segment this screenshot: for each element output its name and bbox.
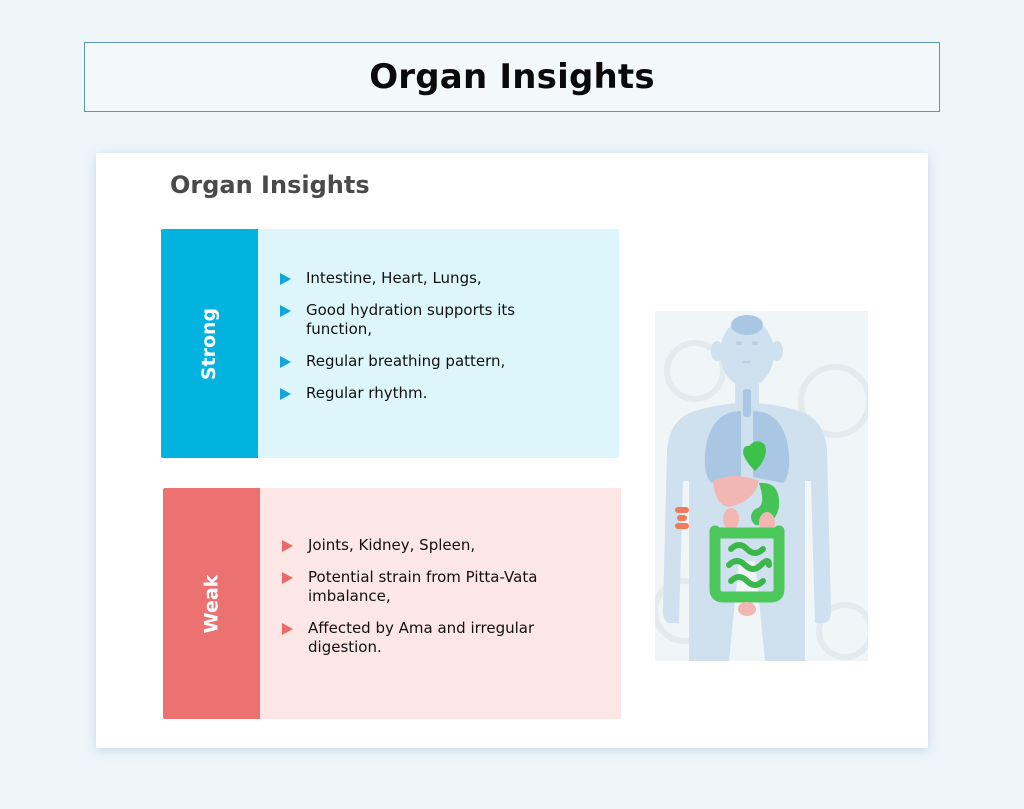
weak-list: Joints, Kidney, Spleen, Potential strain… (282, 536, 621, 657)
strong-list-area: Intestine, Heart, Lungs, Good hydration … (258, 229, 619, 458)
banner-title: Organ Insights (369, 57, 655, 97)
strong-list: Intestine, Heart, Lungs, Good hydration … (280, 269, 619, 403)
list-item: Good hydration supports its function, (280, 301, 619, 339)
triangle-bullet-icon (282, 623, 293, 635)
weak-tag: Weak (163, 488, 260, 719)
triangle-bullet-icon (280, 356, 291, 368)
triangle-bullet-icon (282, 572, 293, 584)
triangle-bullet-icon (282, 540, 293, 552)
strong-label: Strong (198, 307, 221, 380)
weak-label: Weak (200, 574, 223, 633)
insights-card: Organ Insights Strong Intestine, Heart, … (96, 153, 928, 748)
triangle-bullet-icon (280, 273, 291, 285)
triangle-bullet-icon (280, 305, 291, 317)
strong-panel: Strong Intestine, Heart, Lungs, Good hyd… (161, 229, 619, 458)
triangle-bullet-icon (280, 388, 291, 400)
header-banner: Organ Insights (84, 42, 940, 112)
list-item: Regular rhythm. (280, 384, 619, 403)
list-item: Intestine, Heart, Lungs, (280, 269, 619, 288)
strong-tag: Strong (161, 229, 258, 458)
list-item: Joints, Kidney, Spleen, (282, 536, 621, 555)
list-item: Potential strain from Pitta-Vata imbalan… (282, 568, 621, 606)
card-title: Organ Insights (170, 171, 370, 199)
list-item: Affected by Ama and irregular digestion. (282, 619, 621, 657)
weak-list-area: Joints, Kidney, Spleen, Potential strain… (260, 488, 621, 719)
list-item: Regular breathing pattern, (280, 352, 619, 371)
human-body-organs-icon (655, 311, 868, 661)
weak-panel: Weak Joints, Kidney, Spleen, Potential s… (163, 488, 621, 719)
